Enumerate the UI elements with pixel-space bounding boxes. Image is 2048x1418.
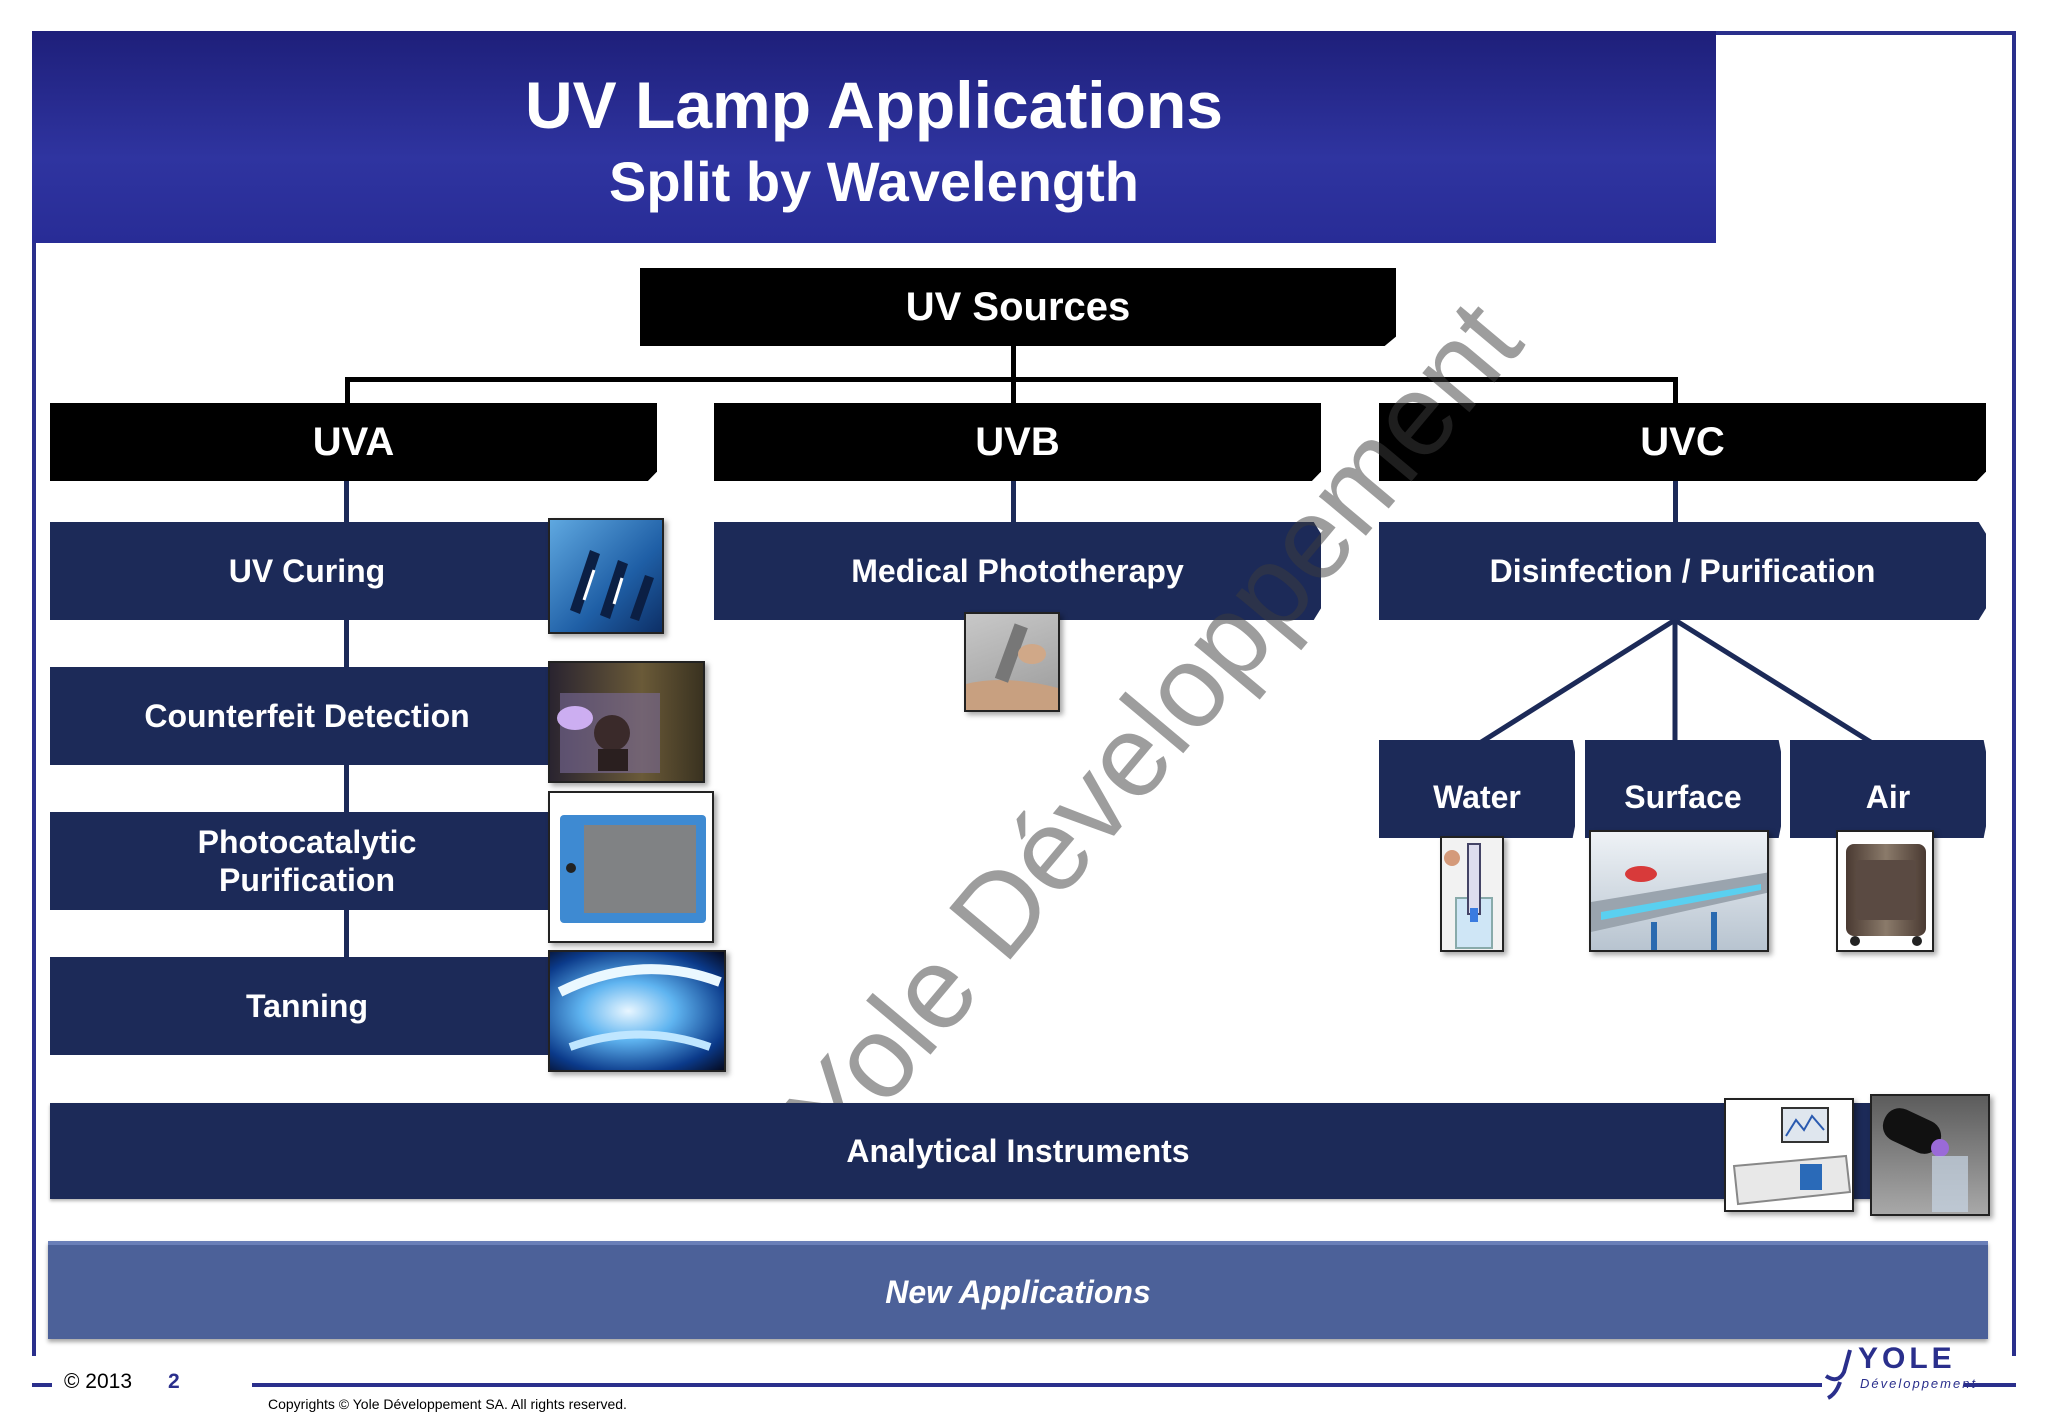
node-photocatalytic-purification-label: Photocatalytic Purification [197,824,417,898]
slide-subtitle: Split by Wavelength [609,150,1139,213]
node-surface-label: Surface [1624,779,1742,815]
connector-uvc-column [1673,480,1678,525]
node-tanning-label: Tanning [245,988,369,1024]
yole-logo-sub: Développement [1860,1376,1978,1391]
node-analytical-instruments-label: Analytical Instruments [846,1133,1190,1169]
node-medical-phototherapy: Medical Phototherapy [714,522,1321,620]
node-uvc: UVC [1379,403,1986,481]
node-uv-sources-label: UV Sources [905,284,1131,329]
footer-copyright: Copyrights © Yole Développement SA. All … [268,1396,627,1412]
tanning-bed-photo [548,950,726,1072]
connector-uvb-column [1011,480,1016,525]
footer-line-end [1964,1383,2016,1387]
counterfeit-detection-photo [548,661,705,783]
node-water-label: Water [1433,779,1521,815]
node-water: Water [1379,740,1575,838]
node-uva-label: UVA [312,419,395,464]
node-medical-phototherapy-label: Medical Phototherapy [851,553,1184,589]
photocatalytic-purifier-photo [548,791,714,943]
spectrometer-photo [1724,1098,1854,1212]
node-uvc-label: UVC [1640,419,1725,464]
node-counterfeit-detection: Counterfeit Detection [50,667,564,765]
connector-uvc-drop [1673,377,1678,405]
yole-logo: YOLE Développement [1820,1336,1975,1408]
branch-line-air [1673,618,1879,748]
footer-line-left [32,1383,52,1387]
connector-uva-drop [345,377,350,405]
surface-conveyor-photo [1589,830,1769,952]
node-air: Air [1790,740,1986,838]
uv-cuvette-photo [1870,1094,1990,1216]
footer-year: © 2013 [64,1370,133,1393]
node-tanning: Tanning [50,957,564,1055]
connector-root-vertical [1011,343,1016,403]
uvc-branch-lines [1473,618,1879,748]
node-disinfection-purification: Disinfection / Purification [1379,522,1986,620]
node-uvb: UVB [714,403,1321,481]
footer-page-number: 2 [168,1370,180,1393]
node-uv-curing-label: UV Curing [228,553,386,589]
air-purifier-photo [1836,830,1934,952]
node-uva: UVA [50,403,657,481]
node-uv-sources: UV Sources [640,268,1396,346]
node-new-applications: New Applications [48,1241,1988,1339]
uv-curing-photo [548,518,664,634]
footer-line-right [252,1383,1822,1387]
node-air-label: Air [1865,779,1911,815]
water-uv-pen-photo [1440,836,1504,952]
branch-line-water [1473,618,1677,748]
footer-area [0,1356,2048,1418]
node-analytical-instruments: Analytical Instruments [50,1103,1986,1199]
node-surface: Surface [1585,740,1781,838]
yole-logo-name: YOLE [1858,1342,1956,1375]
node-uvb-label: UVB [975,419,1060,464]
node-new-applications-label: New Applications [885,1273,1151,1310]
node-photocatalytic-purification: Photocatalytic Purification [50,812,564,910]
node-disinfection-purification-label: Disinfection / Purification [1489,553,1876,589]
connector-root-horizontal [345,377,1678,382]
node-counterfeit-detection-label: Counterfeit Detection [144,698,470,734]
yole-logo-mark-icon [1824,1349,1852,1400]
slide-header: UV Lamp Applications Split by Wavelength [32,31,1716,243]
medical-phototherapy-photo [964,612,1060,712]
node-uv-curing: UV Curing [50,522,564,620]
slide-title: UV Lamp Applications [525,68,1223,142]
